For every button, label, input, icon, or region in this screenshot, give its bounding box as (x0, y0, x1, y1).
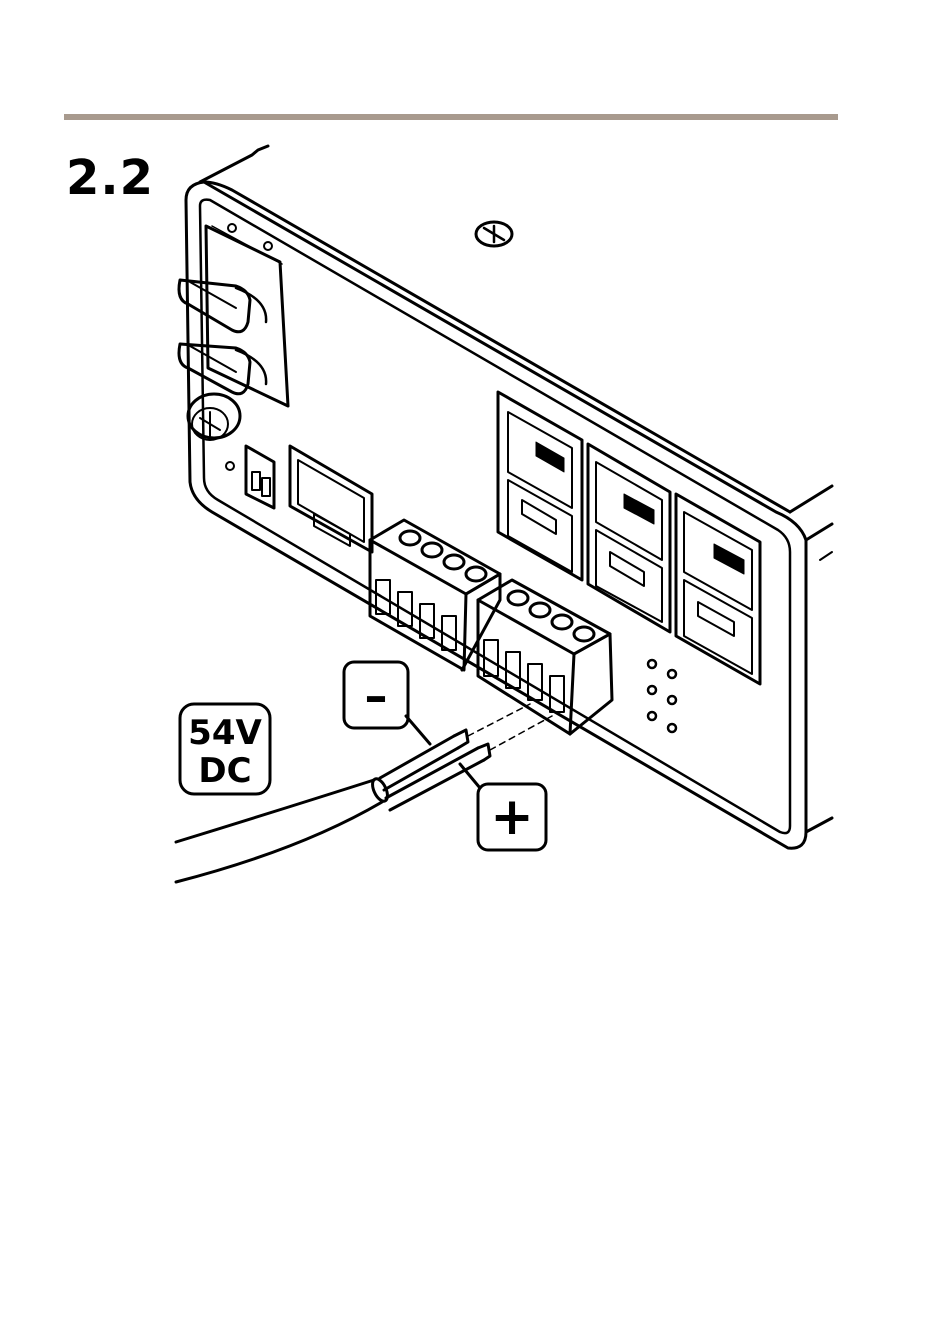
status-leds (648, 660, 676, 732)
housing-screw-icon (476, 222, 512, 246)
current-type-label: DC (198, 751, 251, 791)
sfp-port-cages (179, 224, 288, 470)
rj45-port-group-3 (676, 494, 760, 684)
negative-terminal-callout: – (344, 662, 430, 744)
rj45-port-group-1 (498, 392, 582, 580)
voltage-badge: 54V DC (180, 704, 270, 794)
positive-symbol: + (490, 787, 534, 847)
negative-symbol: – (365, 669, 388, 723)
rj45-port-group-2 (588, 444, 670, 632)
console-rj45-port (290, 446, 372, 552)
positive-terminal-callout: + (460, 764, 546, 850)
dip-switch (246, 446, 274, 508)
io-terminal-block (370, 520, 500, 670)
voltage-label: 54V (188, 713, 262, 753)
